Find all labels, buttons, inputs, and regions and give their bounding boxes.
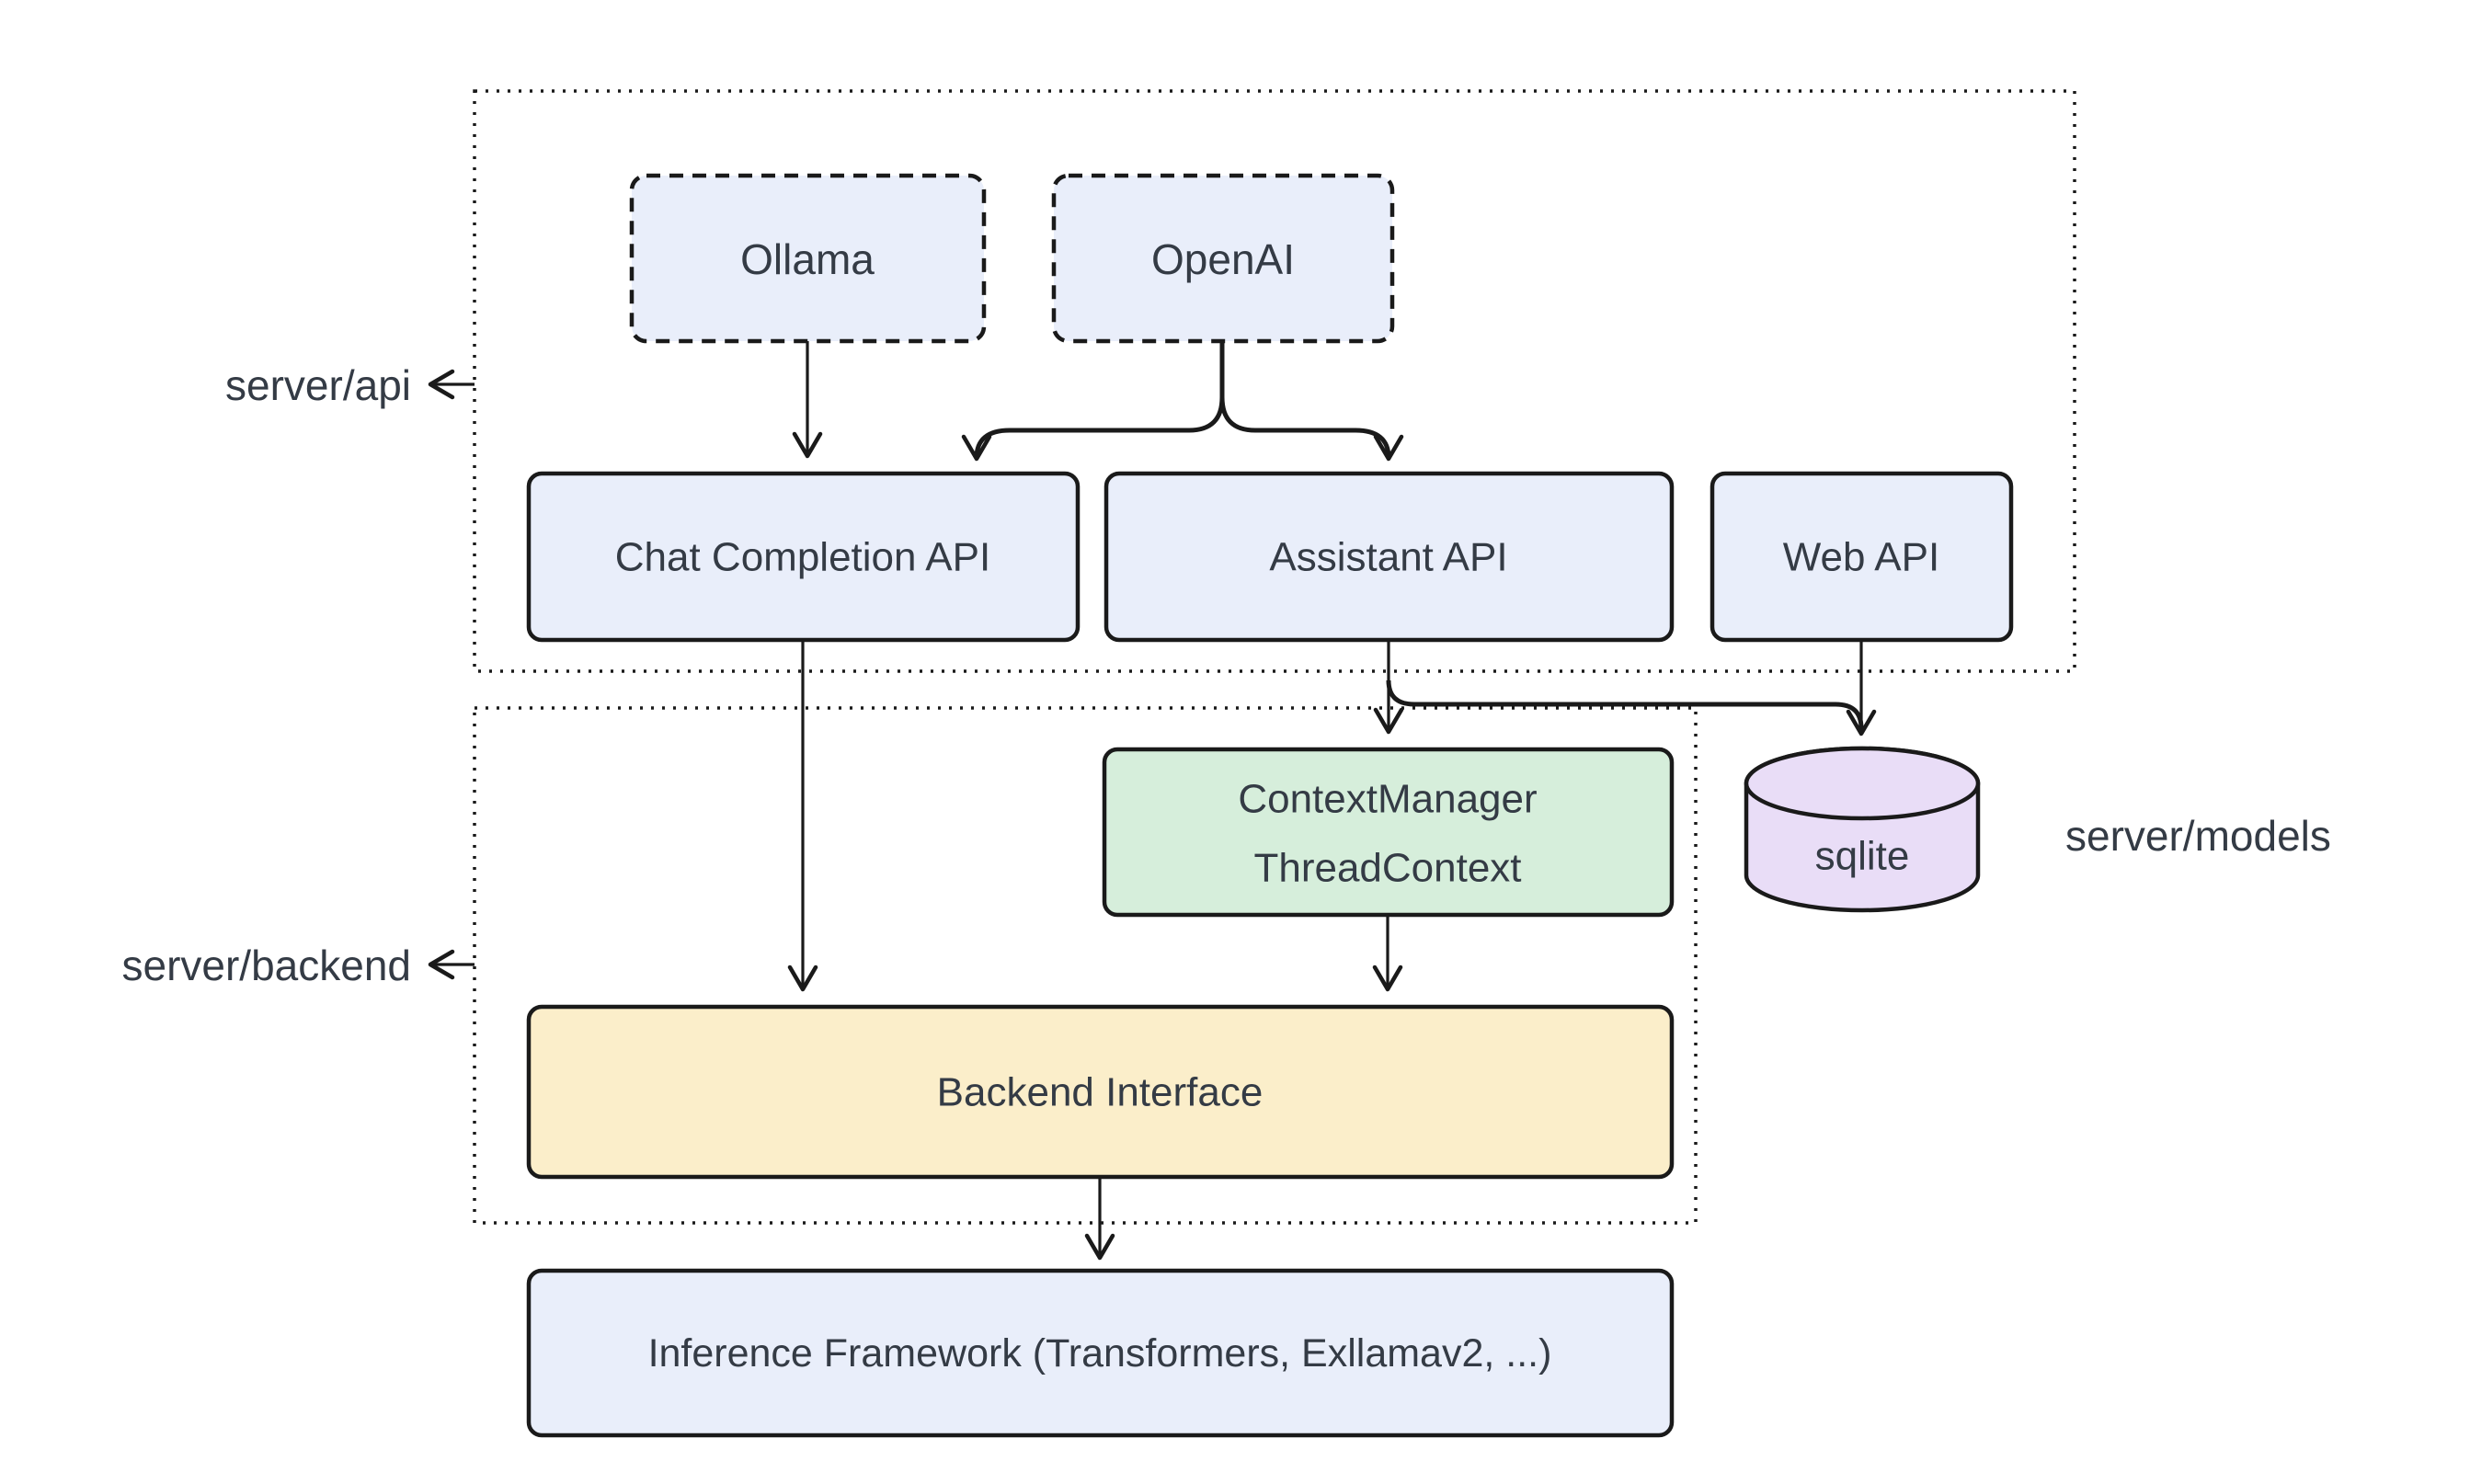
node-context-manager (1102, 747, 1675, 918)
label-server-backend: server/backend (122, 942, 412, 989)
node-context-manager-label-line2: ThreadContext (1253, 846, 1521, 891)
node-backend-interface-label: Backend Interface (937, 1070, 1264, 1115)
database-cylinder-top (1744, 746, 1981, 821)
node-assistant-api-label: Assistant API (1269, 535, 1507, 580)
node-web-api (1710, 471, 2014, 643)
node-openai (1051, 173, 1395, 344)
container-server-backend (473, 706, 1698, 1225)
container-server-api (473, 89, 2076, 673)
node-sqlite (1744, 746, 1981, 913)
node-inference-framework (526, 1268, 1675, 1438)
node-ollama-label: Ollama (740, 235, 875, 283)
node-chat-completion-api (526, 471, 1081, 643)
edge-openai-to-chat-completion (961, 341, 1225, 462)
node-inference-framework-label: Inference Framework (Transformers, Exlla… (648, 1331, 1552, 1376)
label-server-api: server/api (225, 361, 411, 409)
node-context-manager-label-line1: ContextManager (1238, 777, 1537, 822)
node-chat-completion-api-label: Chat Completion API (615, 535, 990, 580)
edge-openai-to-assistant (1219, 341, 1404, 462)
label-server-models: server/models (2065, 812, 2331, 860)
node-openai-label: OpenAI (1151, 235, 1295, 283)
node-sqlite-label: sqlite (1815, 834, 1910, 879)
node-ollama (629, 173, 987, 344)
node-web-api-label: Web API (1783, 535, 1939, 580)
node-assistant-api (1103, 471, 1675, 643)
node-backend-interface (526, 1004, 1675, 1180)
edge-assistant-to-sqlite (1386, 679, 1864, 729)
